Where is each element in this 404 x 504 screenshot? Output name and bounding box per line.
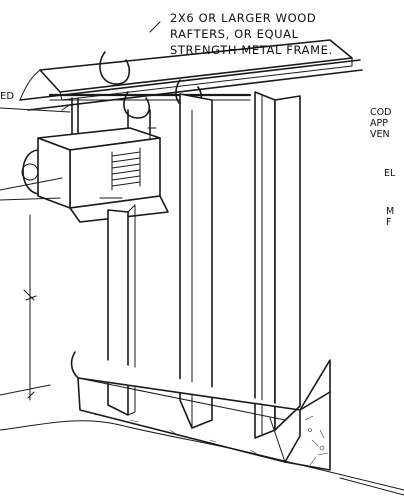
left-label-fragment: ED (0, 91, 14, 102)
rafter-note-line-1: 2X6 OR LARGER WOOD (170, 11, 316, 25)
rafter-note: 2X6 OR LARGER WOOD RAFTERS, OR EQUAL STR… (170, 11, 333, 57)
right-note-line-3: VEN (370, 129, 390, 140)
rafter-frame (19, 39, 363, 111)
rafter-leader (149, 21, 161, 33)
unit-heater (21, 127, 169, 223)
right-note-line-6: F (386, 217, 391, 228)
right-note-line-2: APP (370, 118, 388, 129)
dimension-lines (0, 177, 63, 401)
right-note-line-4: EL (384, 168, 396, 179)
right-note-line-1: COD (370, 107, 391, 118)
rafter-note-line-3: STRENGTH METAL FRAME. (170, 43, 333, 57)
right-note-line-5: M (386, 206, 394, 217)
foundation (0, 351, 404, 496)
right-notes: COD APP VEN EL M F (370, 107, 396, 228)
rafter-note-line-2: RAFTERS, OR EQUAL (170, 27, 299, 41)
